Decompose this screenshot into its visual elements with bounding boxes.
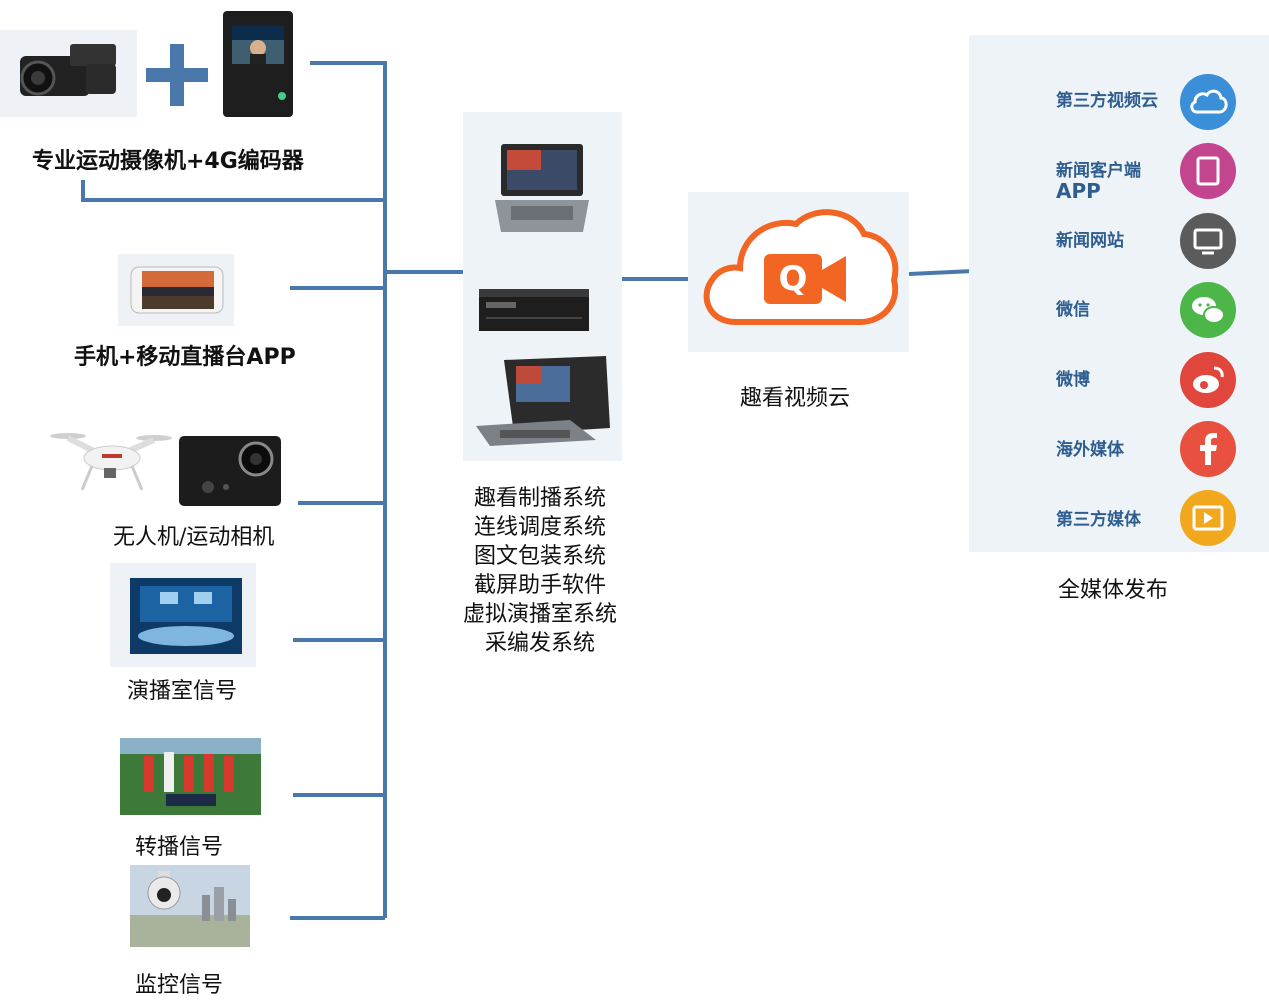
video-play-icon xyxy=(1192,505,1224,531)
production-system-list: 趣看制播系统 连线调度系统 图文包装系统 截屏助手软件 虚拟演播室系统 采编发系… xyxy=(440,484,640,658)
cloud-logo-letter: Q xyxy=(779,259,808,299)
smartphone-icon xyxy=(130,266,224,314)
cloud-logo-icon: Q xyxy=(703,209,899,325)
laptop-icon xyxy=(495,144,589,232)
system-item: 连线调度系统 xyxy=(473,515,606,540)
output-circle-video xyxy=(1180,490,1236,546)
source-label-broadcast: 转播信号 xyxy=(135,835,224,860)
output-label-third-party-media: 第三方媒体 xyxy=(1056,510,1141,530)
source-label-camcorder: 专业运动摄像机+4G编码器 xyxy=(32,149,304,174)
system-item: 图文包装系统 xyxy=(473,544,606,569)
output-circle-facebook xyxy=(1180,421,1236,477)
weibo-icon xyxy=(1193,366,1224,393)
output-label-weibo: 微博 xyxy=(1056,370,1090,390)
app-icon xyxy=(1196,156,1220,186)
output-label-news-app: 新闻客户端 APP xyxy=(1056,161,1141,201)
output-label-overseas-media: 海外媒体 xyxy=(1056,440,1124,460)
rack-server-icon xyxy=(479,289,589,331)
output-circle-app xyxy=(1180,143,1236,199)
system-item: 截屏助手软件 xyxy=(473,573,606,598)
source-label-surveillance: 监控信号 xyxy=(135,973,224,998)
facebook-icon xyxy=(1200,433,1217,465)
source-label-smartphone: 手机+移动直播台APP xyxy=(74,345,296,370)
monitor-icon xyxy=(1193,228,1223,255)
camcorder-icon xyxy=(20,44,116,96)
encoder-icon xyxy=(223,11,293,117)
output-circle-weibo xyxy=(1180,352,1236,408)
action-camera-icon xyxy=(179,436,281,506)
output-circle-website xyxy=(1180,213,1236,269)
output-circle-cloud xyxy=(1180,74,1236,130)
output-label-wechat: 微信 xyxy=(1056,300,1090,320)
source-label-drone: 无人机/运动相机 xyxy=(113,525,275,550)
studio-icon xyxy=(130,578,242,654)
cloud-icon xyxy=(1190,89,1228,114)
cloud-label: 趣看视频云 xyxy=(740,386,851,411)
output-label-news-app-line2: APP xyxy=(1056,179,1101,203)
wechat-icon xyxy=(1192,297,1225,324)
system-item: 采编发系统 xyxy=(484,631,595,656)
system-item: 趣看制播系统 xyxy=(473,486,606,511)
output-label-video-cloud: 第三方视频云 xyxy=(1056,91,1158,111)
output-label-news-website: 新闻网站 xyxy=(1056,231,1124,251)
plus-icon xyxy=(146,44,208,106)
output-label-news-app-line1: 新闻客户端 xyxy=(1056,161,1141,181)
output-circle-wechat xyxy=(1180,282,1236,338)
drone-icon xyxy=(50,433,172,491)
system-item: 虚拟演播室系统 xyxy=(462,602,617,627)
source-label-studio: 演播室信号 xyxy=(127,679,238,704)
surveillance-camera-icon xyxy=(130,865,250,947)
distribution-label: 全媒体发布 xyxy=(1058,578,1169,603)
broadcast-icon xyxy=(120,738,261,815)
portable-switcher-icon xyxy=(476,356,610,446)
